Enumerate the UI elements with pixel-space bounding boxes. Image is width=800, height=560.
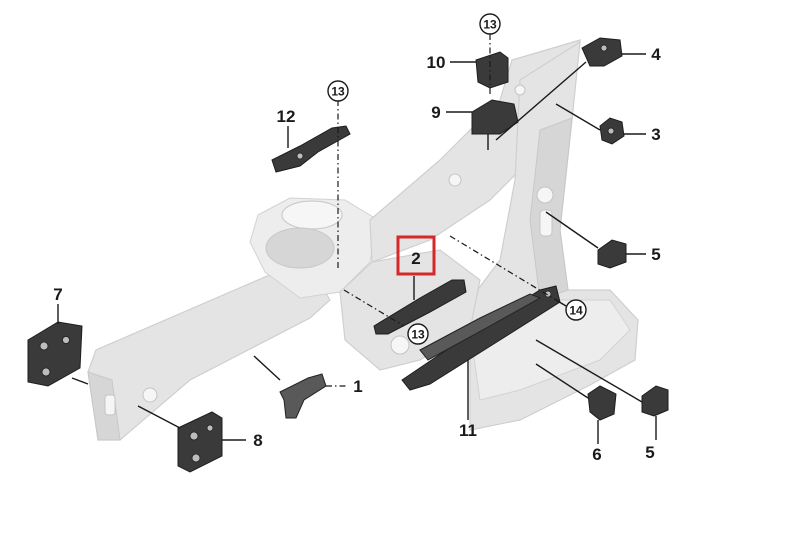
strut-tower-dome xyxy=(265,227,335,269)
part-7-bracket xyxy=(27,321,83,387)
leader-lines xyxy=(57,34,657,444)
body-hole-5 xyxy=(142,387,158,403)
callout-7: 7 xyxy=(53,285,62,304)
part-7-hole-a xyxy=(39,341,49,351)
part-12-hole xyxy=(296,152,304,160)
a-pillar-shadow xyxy=(529,117,573,301)
part-3-hole xyxy=(607,127,615,135)
callout-12: 12 xyxy=(277,107,296,126)
callout-6: 6 xyxy=(592,445,601,464)
leader-8-to-body xyxy=(137,405,181,429)
part-7-hole-c xyxy=(62,336,70,344)
part-11-beam-top xyxy=(419,293,542,361)
circled-callout-13-top: 13 xyxy=(479,13,501,35)
callout-labels: 1 2 3 4 5 5 6 7 8 9 10 11 12 xyxy=(53,45,661,464)
part-7-hole-b xyxy=(41,367,51,377)
callout-3: 3 xyxy=(651,125,660,144)
part-4-bracket xyxy=(581,37,623,67)
callout-11: 11 xyxy=(459,421,477,440)
part-8-hole-a xyxy=(189,431,199,441)
part-4-hole xyxy=(600,44,608,52)
leader-4-to-body xyxy=(495,61,587,141)
leader-6-to-body xyxy=(535,363,589,399)
callout-10: 10 xyxy=(427,53,446,72)
body-shell xyxy=(87,39,639,441)
circled-callout-13-center: 13 xyxy=(407,323,429,345)
callout-2: 2 xyxy=(411,249,420,268)
leader-1-to-body xyxy=(253,355,281,381)
circled-callouts: 13 13 13 14 xyxy=(327,13,587,345)
body-slot-1 xyxy=(539,209,553,237)
body-hole-3 xyxy=(514,84,526,96)
strut-tower-hole xyxy=(281,200,343,230)
leader-5b-to-body xyxy=(535,339,643,403)
svg-text:13: 13 xyxy=(411,328,425,342)
callout-5-lower: 5 xyxy=(645,443,654,462)
part-10-bracket xyxy=(475,51,509,89)
part-8-hole-b xyxy=(191,453,201,463)
body-hole-4 xyxy=(390,335,410,355)
part-1-bracket xyxy=(279,373,327,419)
callout-9: 9 xyxy=(431,103,440,122)
body-hole-1 xyxy=(536,186,554,204)
svg-text:13: 13 xyxy=(331,85,345,99)
leader-14-long xyxy=(449,235,567,307)
callout-4: 4 xyxy=(651,45,661,64)
callout-1: 1 xyxy=(353,377,362,396)
callout-8: 8 xyxy=(253,431,262,450)
leader-3-to-body xyxy=(555,103,601,131)
circled-callout-13-left: 13 xyxy=(327,80,349,102)
part-12-bracket xyxy=(271,125,351,173)
body-hole-2 xyxy=(448,173,462,187)
part-6-bracket xyxy=(587,385,617,421)
body-slot-2 xyxy=(104,394,116,416)
part-5-upper-bracket xyxy=(597,239,627,269)
parts xyxy=(27,37,669,473)
callout-5-upper: 5 xyxy=(651,245,660,264)
front-rail-side xyxy=(87,371,121,441)
svg-text:13: 13 xyxy=(483,18,497,32)
part-8-bracket xyxy=(177,411,223,473)
leader-5a-to-body xyxy=(545,211,599,249)
part-5-lower-bracket xyxy=(641,385,669,417)
leader-13b xyxy=(343,289,405,327)
circled-callout-14: 14 xyxy=(565,299,587,321)
part-8-hole-c xyxy=(206,424,214,432)
leader-7-to-body xyxy=(71,377,89,385)
svg-text:14: 14 xyxy=(569,304,583,318)
part-2-strip xyxy=(373,279,467,335)
highlight-box-2 xyxy=(396,235,436,276)
